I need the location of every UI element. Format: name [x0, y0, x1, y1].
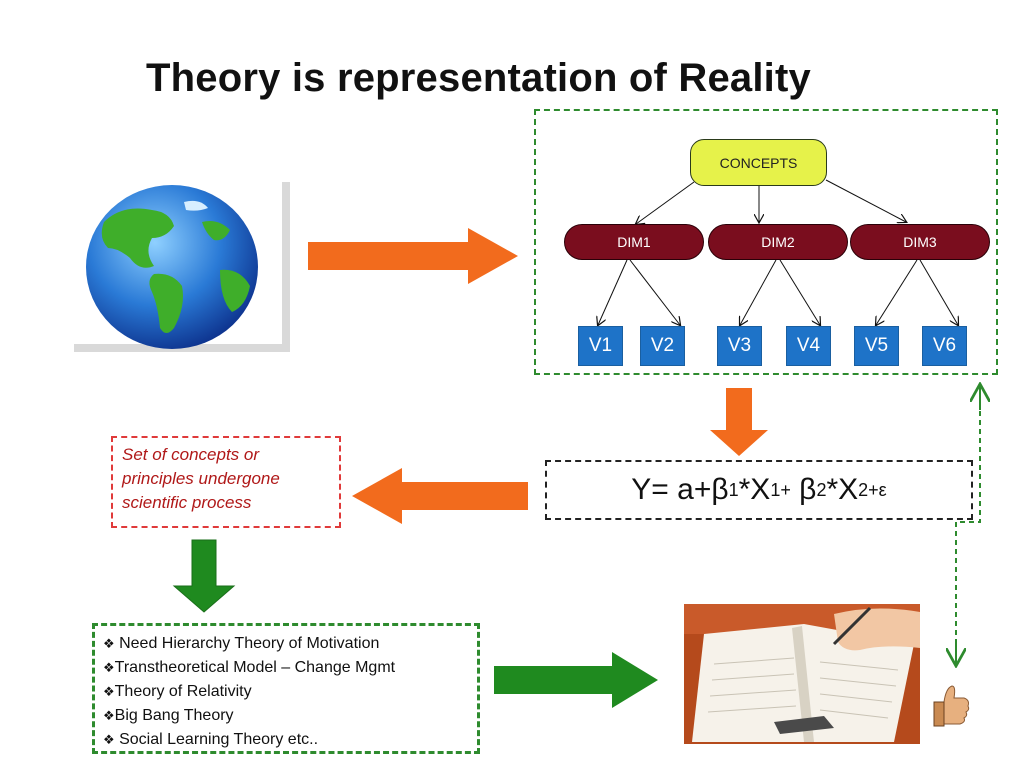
diamond-bullet-icon: ❖: [103, 660, 115, 675]
v1-node: V1: [578, 326, 623, 366]
earth-globe-icon: [74, 182, 290, 352]
writing-hand-icon: [684, 604, 920, 744]
edge-concepts-dim1: [636, 181, 695, 224]
orange-arrow-down: [710, 388, 768, 456]
concept-hierarchy-frame: [534, 109, 998, 375]
v2-node: V2: [640, 326, 685, 366]
green-arrow-down: [172, 539, 236, 613]
concepts-node: CONCEPTS: [690, 139, 827, 186]
list-item: ❖ Need Hierarchy Theory of Motivation: [103, 635, 380, 652]
v5-node: V5: [854, 326, 899, 366]
orange-arrow-right: [308, 228, 518, 284]
edge-dim2-v3: [740, 259, 777, 325]
v4-node: V4: [786, 326, 831, 366]
v6-node: V6: [922, 326, 967, 366]
dim3-node: DIM3: [850, 224, 990, 260]
list-item: ❖Theory of Relativity: [103, 683, 252, 700]
edge-dim1-v2: [629, 259, 680, 325]
edge-dim3-v6: [919, 259, 958, 325]
thumbs-up-icon: [933, 685, 970, 727]
page-title: Theory is representation of Reality: [146, 56, 811, 100]
list-item: ❖ Social Learning Theory etc..: [103, 731, 319, 748]
theory-examples-list: ❖ Need Hierarchy Theory of Motivation ❖T…: [92, 623, 480, 754]
dim2-node: DIM2: [708, 224, 848, 260]
diamond-bullet-icon: ❖: [103, 684, 115, 699]
diamond-bullet-icon: ❖: [103, 732, 115, 747]
definition-line: scientific process: [122, 493, 252, 512]
list-item: ❖Big Bang Theory: [103, 707, 234, 724]
diamond-bullet-icon: ❖: [103, 636, 115, 651]
orange-arrow-left: [352, 468, 528, 524]
green-arrow-right: [494, 652, 658, 708]
definition-line: principles undergone: [122, 469, 280, 488]
edge-dim3-v5: [876, 259, 918, 325]
dim1-node: DIM1: [564, 224, 704, 260]
edge-concepts-dim3: [825, 179, 906, 222]
list-item: ❖Transtheoretical Model – Change Mgmt: [103, 659, 396, 676]
theory-definition-box: Set of concepts or principles undergone …: [111, 436, 341, 528]
v3-node: V3: [717, 326, 762, 366]
diamond-bullet-icon: ❖: [103, 708, 115, 723]
edge-dim2-v4: [779, 259, 820, 325]
feedback-dashed-line: [955, 388, 981, 662]
definition-line: Set of concepts or: [122, 445, 260, 464]
edge-dim1-v1: [598, 259, 628, 325]
